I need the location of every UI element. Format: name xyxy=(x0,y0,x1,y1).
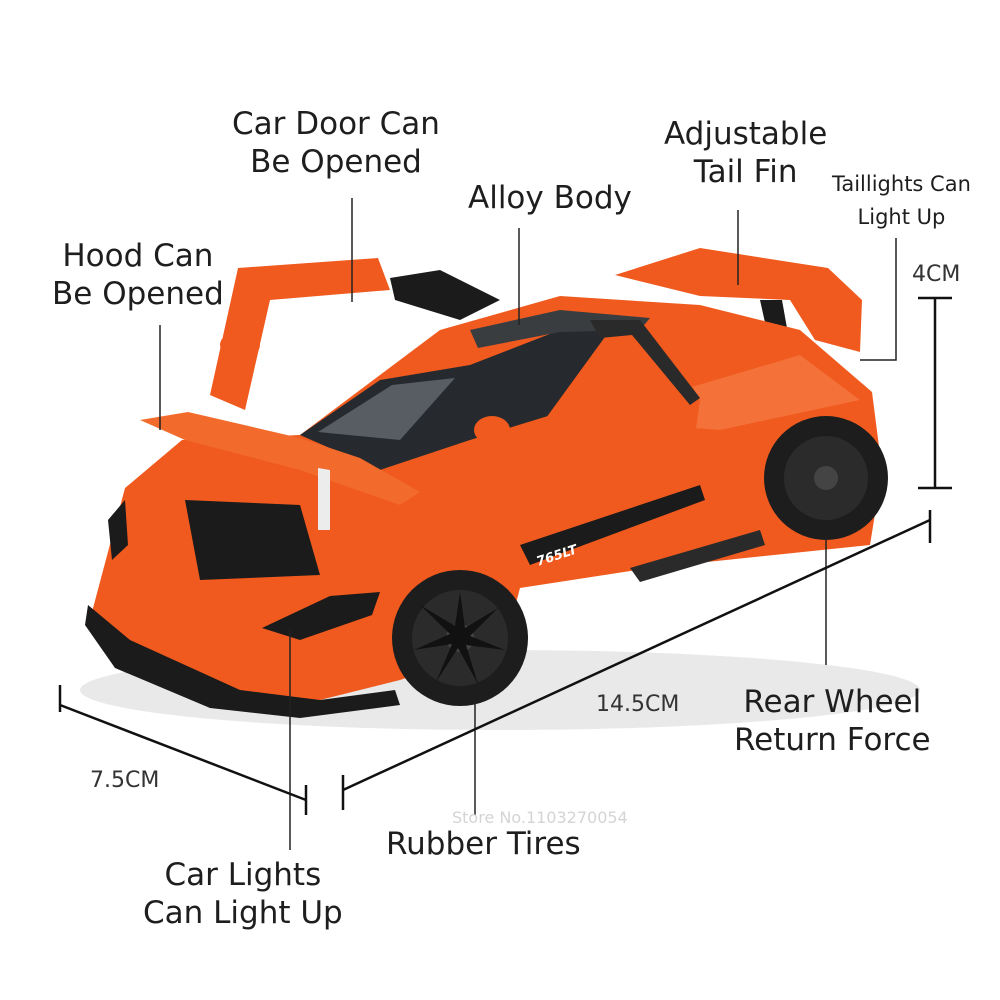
callout-hood: Hood Can Be Opened xyxy=(52,238,224,312)
callout-door: Car Door Can Be Opened xyxy=(232,106,440,180)
front-splitter xyxy=(85,605,400,718)
callout-lights: Car Lights Can Light Up xyxy=(143,857,343,931)
leader-taillights xyxy=(860,238,897,361)
dim-height-label: 4CM xyxy=(912,262,961,287)
rear-wing xyxy=(615,248,862,352)
open-door-right xyxy=(432,328,700,530)
callout-body: Alloy Body xyxy=(468,180,632,216)
callout-leaders xyxy=(159,198,897,850)
headlight-left xyxy=(108,500,128,560)
hood-strut xyxy=(318,468,330,530)
door-left-frame xyxy=(390,270,500,320)
dim-width-label: 7.5CM xyxy=(90,768,160,793)
open-hood xyxy=(140,412,420,505)
store-watermark: Store No.1103270054 xyxy=(452,808,628,827)
dim-length-label: 14.5CM xyxy=(596,692,680,717)
door-right-frame xyxy=(590,320,700,405)
headlight-right xyxy=(262,592,380,640)
mirror-left xyxy=(220,331,260,359)
callout-fin: Adjustable Tail Fin xyxy=(664,116,828,190)
callout-rear-wheel: Rear Wheel Return Force xyxy=(734,684,931,758)
callout-taillights: Taillights Can Light Up xyxy=(832,172,971,229)
mirror-right xyxy=(474,416,510,444)
windshield-reflection xyxy=(318,378,455,440)
callout-tires: Rubber Tires xyxy=(386,826,581,862)
rear-wheel xyxy=(764,416,888,540)
dim-length-line xyxy=(342,518,931,792)
side-skirt xyxy=(520,485,705,565)
engine-bay xyxy=(185,500,320,580)
side-sill xyxy=(630,530,765,582)
roof xyxy=(470,310,650,348)
front-wheel xyxy=(392,570,528,706)
dim-width-line xyxy=(59,703,307,802)
dimension-lines xyxy=(58,296,952,815)
open-door-left xyxy=(210,258,390,410)
